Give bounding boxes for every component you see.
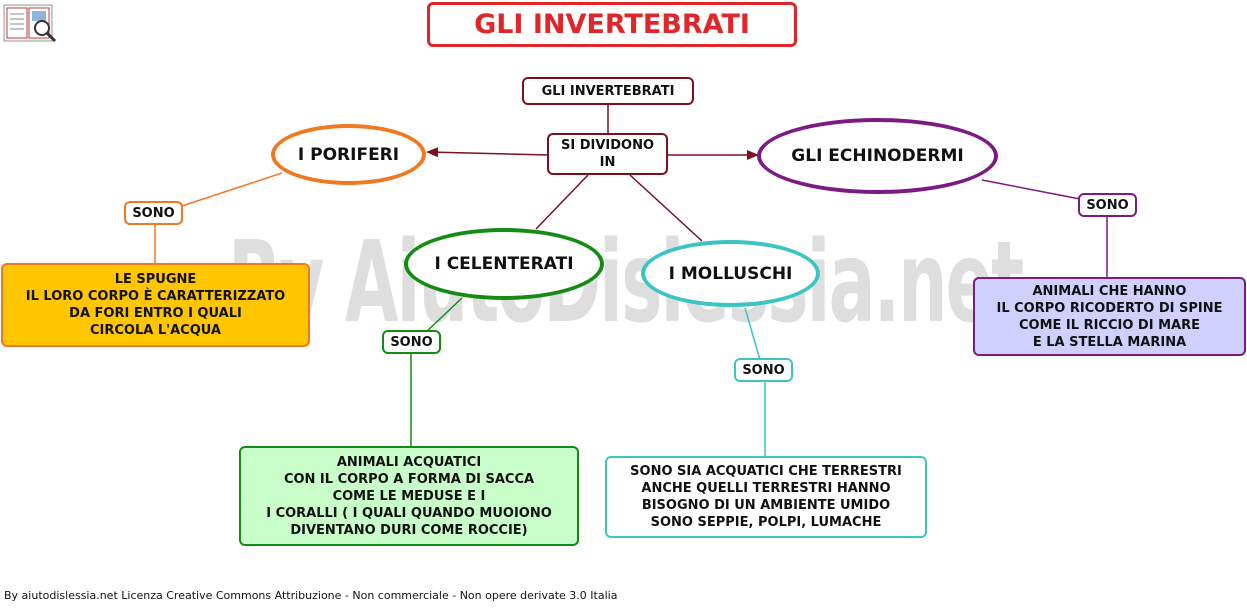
book-logo-icon: [2, 2, 58, 44]
poriferi-description: LE SPUGNE IL LORO CORPO È CARATTERIZZATO…: [1, 263, 310, 347]
link-celenterati-sono: [425, 297, 463, 333]
link-poriferi-sono: [181, 172, 283, 207]
celenterati-description: ANIMALI ACQUATICI CON IL CORPO A FORMA D…: [239, 446, 579, 546]
connector-node: SI DIVIDONO IN: [547, 133, 668, 175]
page-title: GLI INVERTEBRATI: [427, 2, 797, 47]
molluschi-sono-label: SONO: [734, 358, 793, 382]
celenterati-node: I CELENTERATI: [404, 228, 604, 300]
license-footer: By aiutodislessia.net Licenza Creative C…: [4, 589, 618, 602]
molluschi-description: SONO SIA ACQUATICI CHE TERRESTRI ANCHE Q…: [605, 456, 927, 538]
celenterati-sono-label: SONO: [382, 330, 441, 354]
echinodermi-sono-label: SONO: [1078, 193, 1137, 217]
link-to-celenterati: [535, 174, 589, 230]
poriferi-sono-label: SONO: [124, 201, 183, 225]
link-to-molluschi: [629, 174, 703, 242]
molluschi-node: I MOLLUSCHI: [641, 240, 820, 307]
link-molluschi-sono: [744, 307, 761, 361]
echinodermi-description: ANIMALI CHE HANNO IL CORPO RICODERTO DI …: [973, 277, 1246, 356]
echinodermi-node: GLI ECHINODERMI: [757, 118, 998, 194]
arrow-to-poriferi: [426, 147, 549, 158]
poriferi-node: I PORIFERI: [271, 124, 426, 185]
link-echinodermi-sono: [981, 179, 1081, 200]
root-node: GLI INVERTEBRATI: [522, 77, 694, 105]
